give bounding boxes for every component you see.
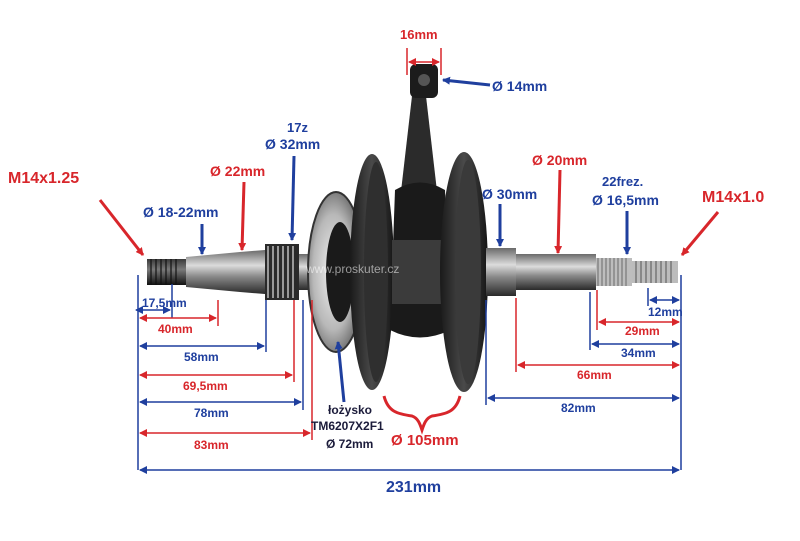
shaft-20-dia-label: Ø 20mm [532,152,588,168]
connecting-rod [400,96,438,200]
left-thread [147,259,187,285]
dim-58mm: 58mm [184,350,219,364]
red-pointer-arrows [98,169,720,256]
crankshaft [147,64,678,392]
dim-78mm: 78mm [194,406,229,420]
shaft-30 [486,248,516,296]
right-thread-label: M14x1.0 [702,189,765,206]
shaft-30-dia-label: Ø 30mm [482,186,538,202]
dim-40mm: 40mm [158,322,193,336]
small-end-dia-label: Ø 14mm [492,78,548,94]
bearing-label-line1: łożysko [328,403,373,417]
bearing-label-line3: Ø 72mm [326,437,374,451]
shaft-22-dia-label: Ø 22mm [210,163,266,179]
dim-69-5mm: 69,5mm [183,379,228,393]
flywheel-brace [382,395,462,435]
total-length-label: 231mm [386,479,442,496]
shaft-left-dia-label: Ø 18-22mm [143,204,219,220]
dim-29mm: 29mm [625,324,660,338]
dim-82mm: 82mm [561,401,596,415]
dim-34mm: 34mm [621,346,656,360]
dim-16mm [406,48,442,75]
gear-dia-label: Ø 32mm [265,136,321,152]
left-thread-label: M14x1.25 [8,170,80,187]
bearing-label-line2: TM6207X2F1 [311,419,384,433]
watermark: www.proskuter.cz [306,262,400,276]
dim-66mm: 66mm [577,368,612,382]
dim-12mm: 12mm [648,305,683,319]
small-end-width-label: 16mm [400,27,438,42]
spline-teeth-label: 22frez. [602,174,644,189]
flywheel-dia-label: Ø 105mm [391,432,459,449]
dim-83mm: 83mm [194,438,229,452]
left-dimension-lines [135,275,313,470]
right-dimension-lines [485,275,682,470]
spline-dia-label: Ø 16,5mm [592,192,659,208]
dim-17-5mm: 17,5mm [142,296,187,310]
left-shaft [186,250,265,294]
shaft-20 [516,254,596,290]
gear-teeth-label: 17z [287,120,308,135]
blue-pointer-arrows [198,76,631,403]
